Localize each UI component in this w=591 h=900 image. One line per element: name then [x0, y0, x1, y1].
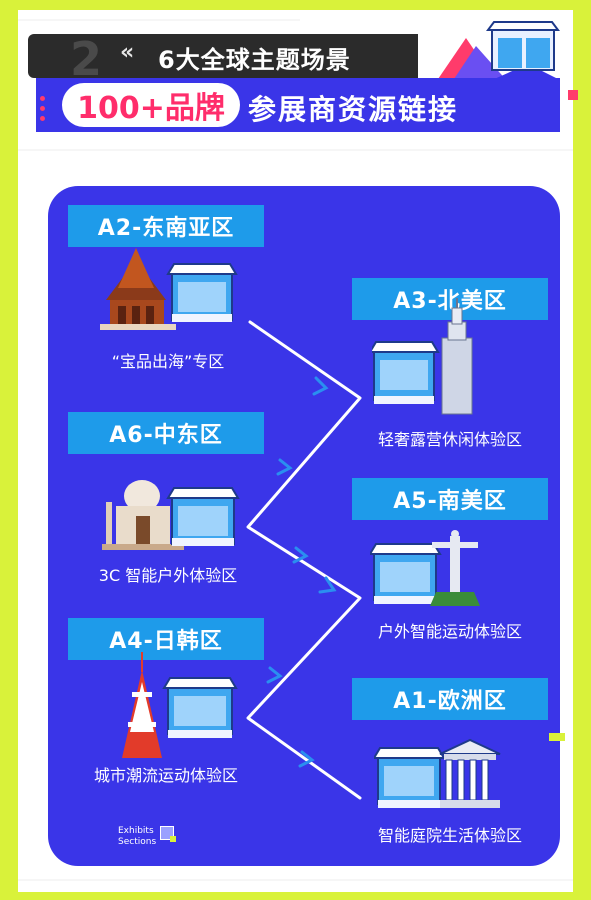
greek-temple-icon	[374, 738, 501, 808]
caption-a1: 智能庭院生活体验区	[377, 826, 522, 845]
header-dark-bar	[28, 34, 418, 78]
tokyo-tower-icon	[122, 652, 238, 758]
region-tag-a4: A4-日韩区	[68, 618, 264, 660]
region-tag-a5: A5-南美区	[352, 478, 548, 520]
decor-square	[568, 90, 578, 100]
region-tag-a3: A3-北美区	[352, 278, 548, 320]
decor-dots	[40, 96, 46, 122]
frame-left	[0, 0, 18, 900]
footer-line1: Exhibits	[118, 826, 154, 836]
caption-a6: 3C 智能户外体验区	[98, 566, 238, 585]
header-subtitle: 参展商资源链接	[248, 93, 459, 126]
frame-top	[0, 0, 591, 10]
footer-logo-accent	[170, 836, 176, 842]
region-tag-a2: A2-东南亚区	[68, 205, 264, 247]
frame-bottom	[0, 892, 591, 900]
region-tag-a1: A1-欧洲区	[352, 678, 548, 720]
caption-a4: 城市潮流运动体验区	[93, 766, 238, 785]
frame-right	[573, 0, 591, 900]
pavilion-tent-icon	[436, 21, 560, 82]
thai-temple-icon	[100, 248, 238, 330]
region-tag-a6: A6-中东区	[68, 412, 264, 454]
empire-state-icon	[372, 298, 473, 415]
christ-redeemer-icon	[370, 530, 480, 606]
header-title: 6大全球主题场景	[158, 46, 351, 74]
section-number: 2	[70, 32, 103, 86]
caption-a3: 轻奢露营休闲体验区	[377, 430, 522, 449]
footer-line2: Sections	[118, 837, 157, 847]
taj-mahal-icon	[102, 480, 240, 550]
decor-side-bar	[549, 733, 565, 741]
chevron-icon: «	[120, 40, 135, 65]
caption-a5: 户外智能运动体验区	[377, 622, 522, 641]
brand-count-text: 100+品牌	[77, 91, 225, 126]
footer-logo-text: Exhibits Sections	[118, 826, 156, 848]
caption-a2: “宝品出海”专区	[111, 352, 225, 371]
brand-count-pill: 100+品牌	[62, 83, 240, 127]
